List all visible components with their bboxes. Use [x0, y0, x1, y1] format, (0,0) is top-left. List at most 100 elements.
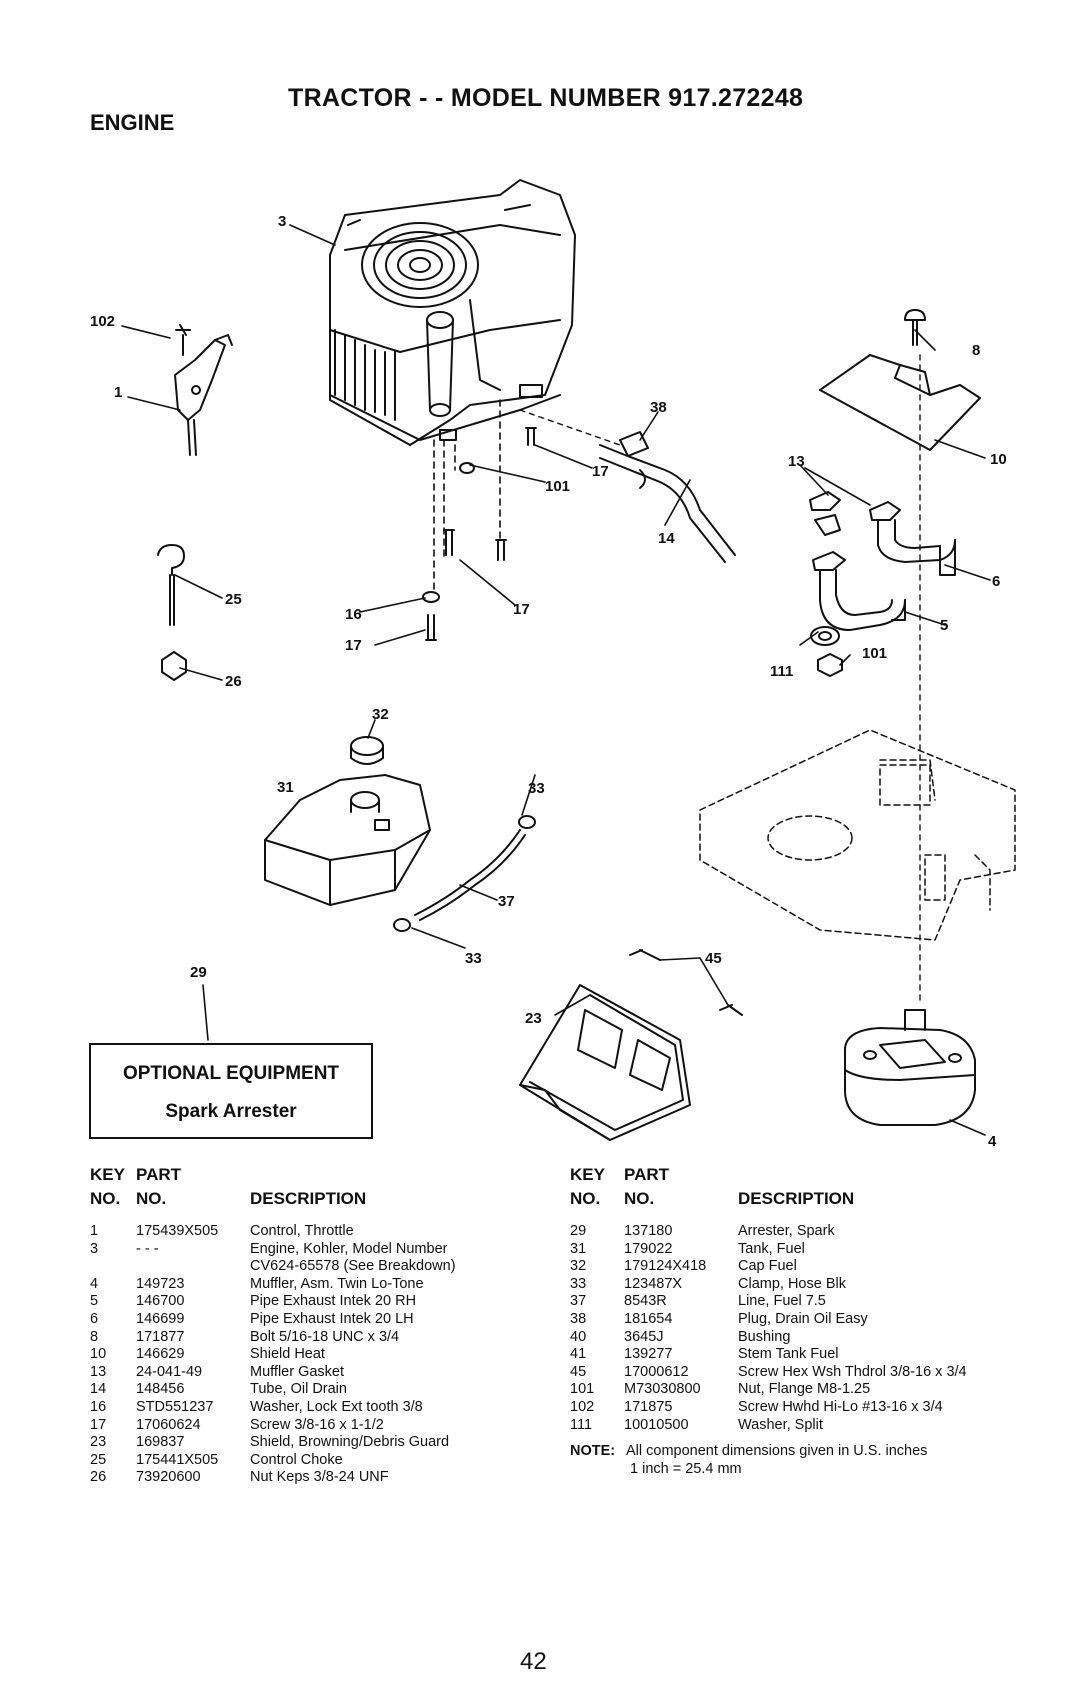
part-description: Screw 3/8-16 x 1-1/2 — [250, 1416, 384, 1433]
callout-32: 32 — [372, 706, 389, 723]
part-description: Nut Keps 3/8-24 UNF — [250, 1469, 389, 1486]
header-part: PART — [624, 1165, 670, 1184]
part-number: 17000612 — [624, 1363, 689, 1380]
part-key-no: 38 — [570, 1310, 587, 1327]
part-key-no: 4 — [90, 1275, 99, 1292]
part-number: 146700 — [136, 1293, 185, 1310]
part-number: 146699 — [136, 1310, 185, 1327]
callout-17: 17 — [592, 463, 609, 480]
part-number: - - - — [136, 1240, 159, 1257]
part-number: 137180 — [624, 1223, 673, 1239]
callout-37: 37 — [498, 893, 515, 910]
header-part: PART — [136, 1165, 182, 1184]
callout-102: 102 — [90, 313, 115, 330]
parts-list-right: KEY NO. PART NO. DESCRIPTION 29 137180 Arr… — [570, 1163, 1050, 1482]
part-description: Tank, Fuel — [738, 1240, 805, 1257]
engine-illustration — [329, 179, 576, 446]
table-row: 3- - -Engine, Kohler, Model Number — [90, 1241, 530, 1259]
callout-3: 3 — [278, 213, 286, 230]
part-number: 149723 — [136, 1275, 185, 1292]
callout-25: 25 — [225, 591, 242, 608]
part-key-no: 10 — [90, 1346, 107, 1363]
part-description: Shield Heat — [250, 1346, 325, 1363]
part-description: Engine, Kohler, Model Number — [250, 1240, 448, 1257]
part-description: Arrester, Spark — [738, 1223, 835, 1239]
part-key-no: 8 — [90, 1328, 99, 1345]
part-number: STD551237 — [136, 1398, 214, 1415]
part-number: 17060624 — [136, 1416, 201, 1433]
part-number: 24-041-49 — [136, 1363, 203, 1380]
header-key: KEY — [90, 1165, 125, 1184]
part-number: 8543R — [624, 1293, 667, 1310]
part-number: 169837 — [136, 1434, 185, 1451]
part-description: Control Choke — [250, 1451, 343, 1468]
part-description: Nut, Flange M8-1.25 — [738, 1381, 871, 1398]
part-number: 179124X418 — [624, 1258, 707, 1275]
part-description: Screw Hex Wsh Thdrol 3/8-16 x 3/4 — [738, 1363, 967, 1380]
engine-bolts-illustration — [422, 427, 537, 641]
part-number: 179022 — [624, 1240, 673, 1257]
part-key-no: 111 — [570, 1416, 593, 1433]
part-number: 175439X505 — [136, 1223, 219, 1239]
part-description: CV624-65578 (See Breakdown) — [250, 1258, 456, 1275]
note-label: NOTE: — [570, 1443, 616, 1460]
heat-shield-illustration — [819, 309, 981, 451]
callout-45: 45 — [705, 950, 722, 967]
part-description: Stem Tank Fuel — [738, 1346, 839, 1363]
header-key-no: NO. — [90, 1189, 121, 1208]
part-number: 3645J — [624, 1328, 664, 1345]
dashed-leader-lines — [519, 354, 921, 1001]
part-number: 73920600 — [136, 1469, 201, 1486]
optional-equipment-box: OPTIONAL EQUIPMENT Spark Arrester — [89, 1043, 373, 1139]
part-key-no: 40 — [570, 1328, 587, 1345]
fuel-line-illustration — [393, 815, 536, 932]
part-key-no: 13 — [90, 1363, 107, 1380]
parts-list-right-header: KEY NO. PART NO. DESCRIPTION — [570, 1163, 1050, 1211]
callout-17b: 17 — [513, 601, 530, 618]
part-key-no: 14 — [90, 1381, 107, 1398]
part-description: Shield, Browning/Debris Guard — [250, 1434, 450, 1451]
part-number: 171877 — [136, 1328, 185, 1345]
part-description: Clamp, Hose Blk — [738, 1275, 846, 1292]
part-number: 139277 — [624, 1346, 673, 1363]
header-part-no: NO. — [136, 1189, 167, 1208]
part-description: Bushing — [738, 1328, 791, 1345]
debris-guard-illustration — [519, 949, 743, 1141]
part-key-no: 102 — [570, 1398, 595, 1415]
part-key-no: 29 — [570, 1223, 587, 1239]
part-description: Washer, Split — [738, 1416, 823, 1433]
part-description: Pipe Exhaust Intek 20 RH — [250, 1293, 417, 1310]
part-description: Control, Throttle — [250, 1223, 354, 1239]
part-key-no: 25 — [90, 1451, 107, 1468]
callout-33b: 33 — [465, 950, 482, 967]
callout-38: 38 — [650, 399, 667, 416]
header-description: DESCRIPTION — [250, 1189, 367, 1208]
callout-leader-lines — [121, 224, 991, 1136]
part-number: 123487X — [624, 1275, 683, 1292]
dimension-note: NOTE: All component dimensions given in … — [570, 1442, 1050, 1482]
part-key-no: 5 — [90, 1293, 99, 1310]
callout-33: 33 — [528, 780, 545, 797]
section-title: ENGINE — [90, 110, 175, 135]
table-row: 5 146700 Pipe Exhaust Intek 20 RH — [90, 1293, 530, 1311]
table-row: 23 169837 Shield, Browning/Debris Guard — [90, 1434, 530, 1452]
callout-101b: 101 — [862, 645, 887, 662]
part-key-no: 45 — [570, 1363, 587, 1380]
table-row: 10 146629 Shield Heat — [90, 1346, 530, 1364]
parts-list-left-header: KEY NO. PART NO. DESCRIPTION — [90, 1163, 530, 1211]
part-number: 146629 — [136, 1346, 185, 1363]
part-key-no: 23 — [90, 1434, 107, 1451]
